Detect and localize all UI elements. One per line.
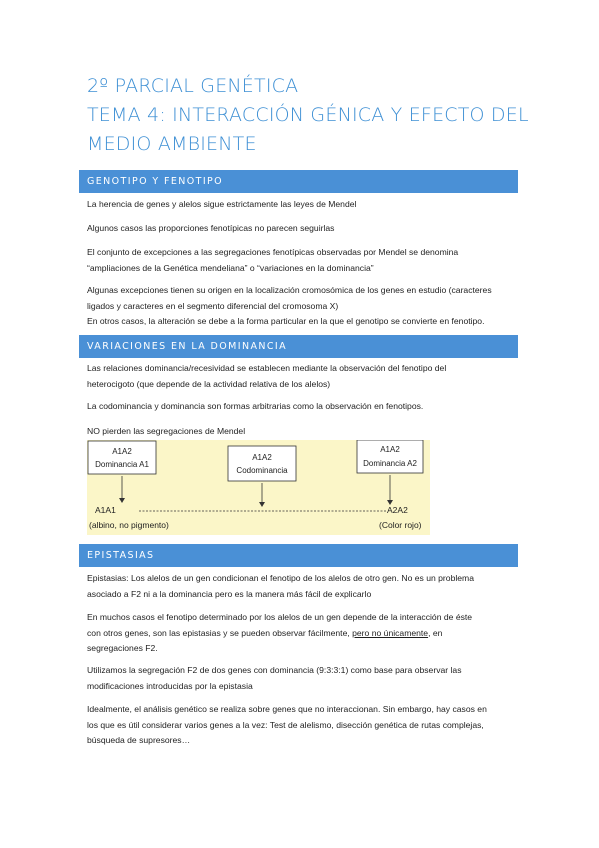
paragraph: Idealmente, el análisis genético se real… — [87, 704, 487, 745]
box2-label: Codominancia — [236, 466, 288, 475]
paragraph: En muchos casos el fenotipo determinado … — [87, 612, 473, 653]
title-line-1: 2º PARCIAL GENÉTICA — [87, 75, 299, 97]
paragraph: La codominancia y dominancia son formas … — [87, 401, 424, 411]
paragraph: La herencia de genes y alelos sigue estr… — [87, 199, 357, 209]
paragraph: Algunas excepciones tienen su origen en … — [87, 285, 492, 326]
section-heading-epistasias: EPISTASIAS — [79, 544, 518, 567]
dominance-a1-box — [87, 440, 157, 475]
box3-genotype: A1A2 — [380, 445, 400, 454]
left-caption: (albino, no pigmento) — [89, 520, 169, 530]
title-line-2: TEMA 4: INTERACCIÓN GÉNICA Y EFECTO DEL — [87, 104, 529, 126]
right-caption: (Color rojo) — [379, 520, 422, 530]
section-heading-genotipo: GENOTIPO Y FENOTIPO — [79, 170, 518, 193]
paragraph: Las relaciones dominancia/recesividad se… — [87, 363, 447, 389]
left-end-genotype: A1A1 — [95, 505, 116, 515]
box3-label: Dominancia A2 — [363, 459, 417, 468]
dominance-a2-box — [356, 440, 424, 474]
arrow-down-icon — [387, 500, 393, 505]
box1-label: Dominancia A1 — [95, 460, 149, 469]
box1-genotype: A1A2 — [112, 447, 132, 456]
dominance-diagram: A1A2 Dominancia A1 A1A2 Codominancia A1A… — [87, 440, 430, 535]
title-line-3: MEDIO AMBIENTE — [87, 133, 257, 155]
box2-genotype: A1A2 — [252, 453, 272, 462]
arrow-down-icon — [119, 498, 125, 503]
underlined-text: pero no únicamente — [352, 627, 429, 638]
paragraph: El conjunto de excepciones a las segrega… — [87, 247, 459, 273]
section-heading-variaciones: VARIACIONES EN LA DOMINANCIA — [79, 335, 518, 358]
arrow-down-icon — [259, 502, 265, 507]
paragraph: NO pierden las segregaciones de Mendel — [87, 426, 246, 436]
right-end-genotype: A2A2 — [387, 505, 408, 515]
codominance-box — [227, 445, 297, 482]
paragraph: Epistasias: Los alelos de un gen condici… — [87, 573, 474, 599]
paragraph: Algunos casos las proporciones fenotípic… — [87, 223, 335, 233]
paragraph: Utilizamos la segregación F2 de dos gene… — [87, 665, 462, 691]
document-title: 2º PARCIAL GENÉTICA TEMA 4: INTERACCIÓN … — [87, 72, 529, 159]
